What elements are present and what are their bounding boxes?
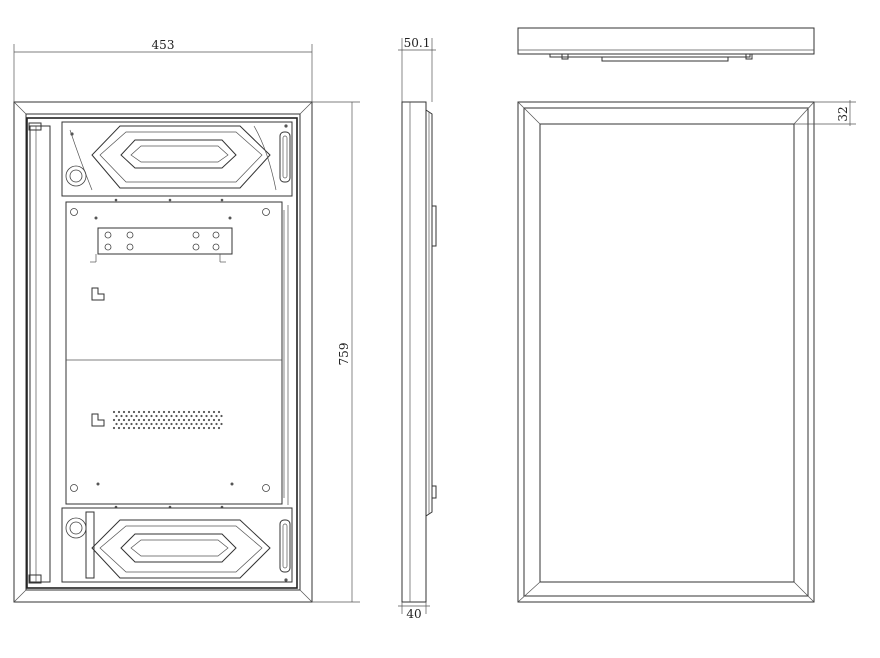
depth-top-label: 50.1 bbox=[404, 36, 431, 50]
side-profile bbox=[401, 101, 427, 603]
side-view: 50.1 40 bbox=[398, 36, 437, 621]
vent-grille bbox=[112, 410, 223, 430]
clip-lower bbox=[91, 413, 105, 427]
front-screen bbox=[539, 123, 795, 583]
front-bezel bbox=[517, 101, 815, 603]
rear-view: 453 bbox=[13, 38, 360, 603]
height-dimension-label: 759 bbox=[337, 343, 351, 366]
top-bracket bbox=[61, 121, 293, 197]
height-dimension: 759 bbox=[312, 101, 360, 603]
width-dimension: 453 bbox=[13, 38, 313, 102]
clip-upper bbox=[91, 287, 105, 301]
depth-bottom-label: 40 bbox=[406, 607, 421, 621]
mounting-bracket bbox=[90, 227, 233, 263]
top-view bbox=[517, 27, 815, 62]
rear-outer-frame bbox=[13, 101, 313, 603]
left-side-rail bbox=[29, 125, 51, 583]
bezel-dimension: 32 bbox=[794, 100, 856, 126]
bezel-dimension-label: 32 bbox=[836, 106, 850, 121]
front-view: 32 bbox=[517, 100, 856, 603]
main-plate bbox=[65, 198, 289, 509]
width-dimension-label: 453 bbox=[152, 38, 175, 52]
bottom-bracket bbox=[61, 507, 293, 583]
